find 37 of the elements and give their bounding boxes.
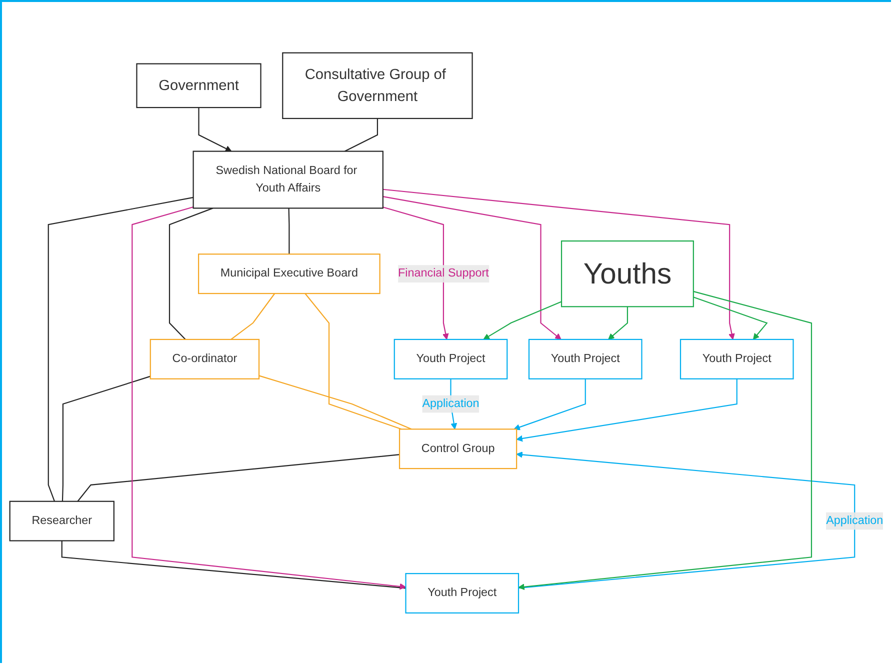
arrow [693,296,768,340]
arrow [198,107,232,152]
edge-label: Application [826,514,884,526]
arrow [514,378,586,430]
node-box: Swedish National Board for Youth Affairs [192,150,384,208]
arrow [382,206,449,340]
connector [304,292,402,430]
edge-label: Application [422,397,480,410]
arrow [382,196,562,340]
connector [168,207,214,340]
connector [62,375,151,501]
node-box: Youth Project [405,572,520,614]
node-box: Youth Project [394,338,508,379]
node-box: Control Group [398,428,518,469]
connector [288,208,290,254]
connector [230,292,276,340]
node-box: Co-ordinator [150,338,260,379]
connector [48,196,194,502]
arrow [382,188,735,340]
arrow [608,306,628,340]
arrow [516,378,738,442]
connector [344,118,378,152]
arrow [132,206,406,590]
arrow [483,300,562,340]
edge-label: Financial Support [398,266,489,280]
connector [77,454,400,502]
node-box: Youth Project [680,338,794,379]
connector [61,540,406,588]
node-box: Government [136,62,262,108]
arrow [518,290,812,590]
node-box: Consultative Group of Government [282,52,473,119]
node-box: Youths [560,240,694,307]
node-box: Municipal Executive Board [198,253,380,294]
node-box: Youth Project [528,338,642,379]
node-box: Researcher [9,500,114,541]
arrow [516,451,856,588]
connector [258,374,412,430]
